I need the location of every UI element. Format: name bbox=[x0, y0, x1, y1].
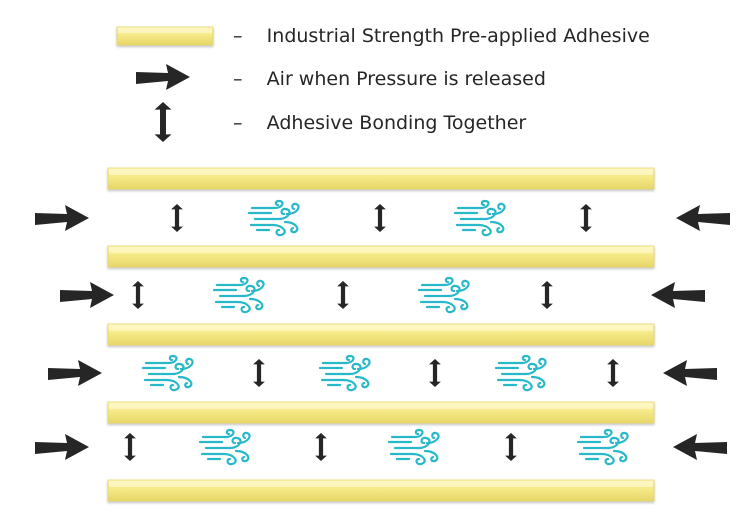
double-vertical-arrow-icon bbox=[253, 359, 265, 387]
double-vertical-arrow-icon bbox=[374, 204, 386, 232]
legend-air-arrow-icon bbox=[136, 64, 190, 90]
legend-bond-arrow-icon bbox=[154, 102, 172, 142]
wind-icon bbox=[198, 428, 251, 466]
legend-label-air: – Air when Pressure is released bbox=[233, 70, 546, 89]
legend-dash: – bbox=[233, 68, 243, 90]
legend-text: Air when Pressure is released bbox=[266, 68, 546, 90]
double-vertical-arrow-icon bbox=[337, 281, 349, 309]
double-vertical-arrow-icon bbox=[580, 204, 592, 232]
wind-icon bbox=[141, 354, 194, 392]
legend-dash: – bbox=[233, 112, 243, 134]
adhesive-layer bbox=[107, 401, 655, 424]
wind-icon bbox=[494, 354, 547, 392]
wind-icon bbox=[212, 276, 265, 314]
double-vertical-arrow-icon bbox=[505, 433, 517, 461]
air-arrow-left-icon bbox=[651, 282, 705, 308]
legend-text: Adhesive Bonding Together bbox=[266, 112, 527, 134]
air-arrow-left-icon bbox=[676, 205, 730, 231]
wind-icon bbox=[318, 354, 371, 392]
adhesive-layer bbox=[107, 479, 655, 502]
double-vertical-arrow-icon bbox=[541, 281, 553, 309]
double-vertical-arrow-icon bbox=[607, 359, 619, 387]
wind-icon bbox=[453, 199, 506, 237]
legend-label-bonding: – Adhesive Bonding Together bbox=[233, 114, 526, 133]
legend-adhesive-strip-icon bbox=[116, 26, 214, 46]
wind-icon bbox=[576, 428, 629, 466]
air-arrow-left-icon bbox=[663, 360, 717, 386]
air-arrow-right-icon bbox=[35, 205, 89, 231]
wind-icon bbox=[417, 276, 470, 314]
legend-label-adhesive: – Industrial Strength Pre-applied Adhesi… bbox=[233, 27, 650, 46]
double-vertical-arrow-icon bbox=[171, 204, 183, 232]
wind-icon bbox=[247, 199, 300, 237]
adhesive-layer bbox=[107, 167, 655, 190]
double-vertical-arrow-icon bbox=[132, 281, 144, 309]
adhesive-layer bbox=[107, 323, 655, 346]
legend-text: Industrial Strength Pre-applied Adhesive bbox=[266, 25, 650, 47]
air-arrow-left-icon bbox=[673, 434, 727, 460]
air-arrow-right-icon bbox=[60, 282, 114, 308]
adhesive-layer bbox=[107, 245, 655, 268]
double-vertical-arrow-icon bbox=[429, 359, 441, 387]
air-arrow-right-icon bbox=[35, 434, 89, 460]
double-vertical-arrow-icon bbox=[315, 433, 327, 461]
wind-icon bbox=[387, 428, 440, 466]
air-arrow-right-icon bbox=[48, 360, 102, 386]
legend-dash: – bbox=[233, 25, 243, 47]
double-vertical-arrow-icon bbox=[124, 433, 136, 461]
